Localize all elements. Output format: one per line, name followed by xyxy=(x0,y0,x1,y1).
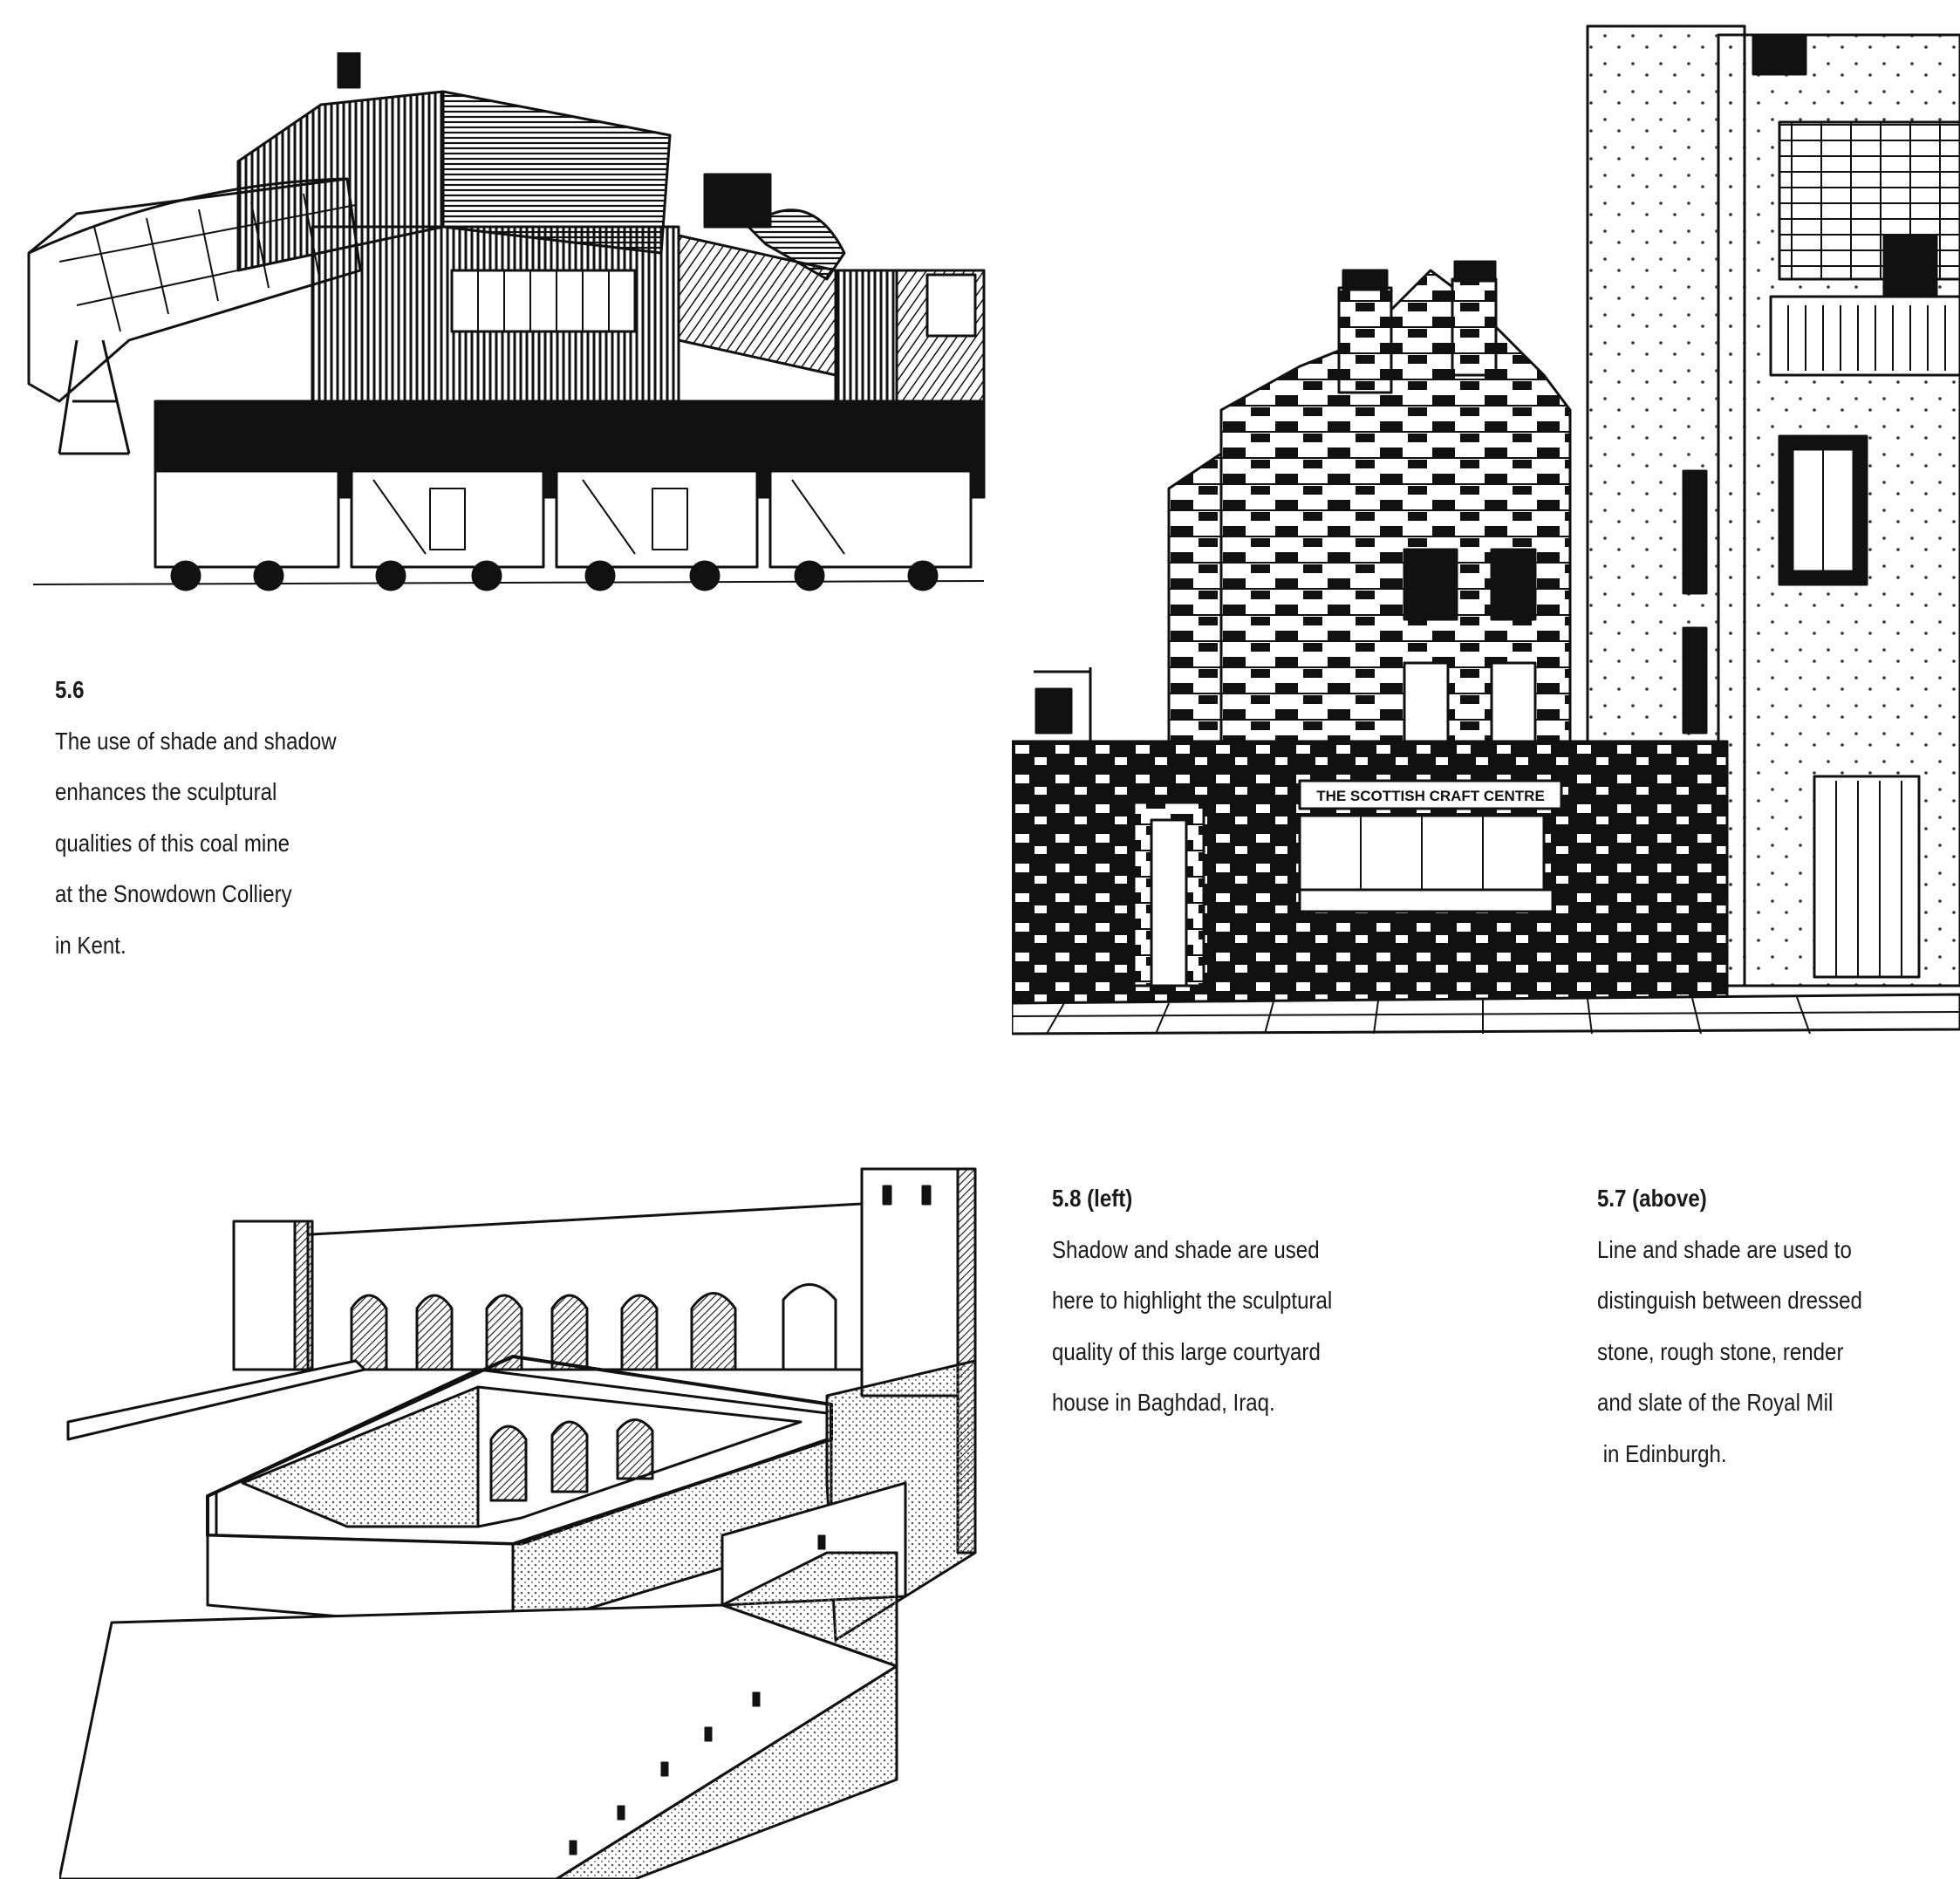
caption-line: distinguish between dressed xyxy=(1597,1287,1862,1314)
caption-line: in Edinburgh. xyxy=(1597,1439,1727,1467)
royal-mile-drawing: THE SCOTTISH CRAFT CENTRE xyxy=(1012,24,1960,1035)
caption-line: qualities of this coal mine xyxy=(55,829,290,857)
caption-line: stone, rough stone, render xyxy=(1597,1337,1844,1365)
figure-number: 5.6 xyxy=(55,676,85,703)
courtyard-house-drawing xyxy=(59,1167,977,1879)
caption-line: here to highlight the sculptural xyxy=(1052,1287,1333,1314)
figure-number: 5.7 (above) xyxy=(1597,1185,1707,1212)
caption-5-7: 5.7 (above) Line and shade are used to d… xyxy=(1597,1173,1862,1479)
caption-line: The use of shade and shadow xyxy=(55,727,337,755)
caption-line: in Kent. xyxy=(55,931,126,959)
edinburgh-sketch: THE SCOTTISH CRAFT CENTRE xyxy=(1012,0,1960,1038)
caption-line: and slate of the Royal Mil xyxy=(1597,1389,1834,1416)
caption-line: enhances the sculptural xyxy=(55,778,277,805)
caption-line: at the Snowdown Colliery xyxy=(55,880,292,907)
courtyard-sketch xyxy=(59,1151,993,1879)
shop-sign-text: THE SCOTTISH CRAFT CENTRE xyxy=(1316,788,1545,804)
colliery-sketch xyxy=(24,52,988,593)
caption-line: quality of this large courtyard xyxy=(1052,1337,1321,1365)
caption-line: Shadow and shade are used xyxy=(1052,1235,1320,1263)
caption-5-6: 5.6 The use of shade and shadow enhances… xyxy=(55,665,337,971)
caption-line: house in Baghdad, Iraq. xyxy=(1052,1389,1275,1416)
caption-5-8: 5.8 (left) Shadow and shade are used her… xyxy=(1052,1173,1332,1429)
figure-number: 5.8 (left) xyxy=(1052,1185,1133,1212)
colliery-drawing xyxy=(27,52,986,591)
caption-line: Line and shade are used to xyxy=(1597,1235,1852,1263)
